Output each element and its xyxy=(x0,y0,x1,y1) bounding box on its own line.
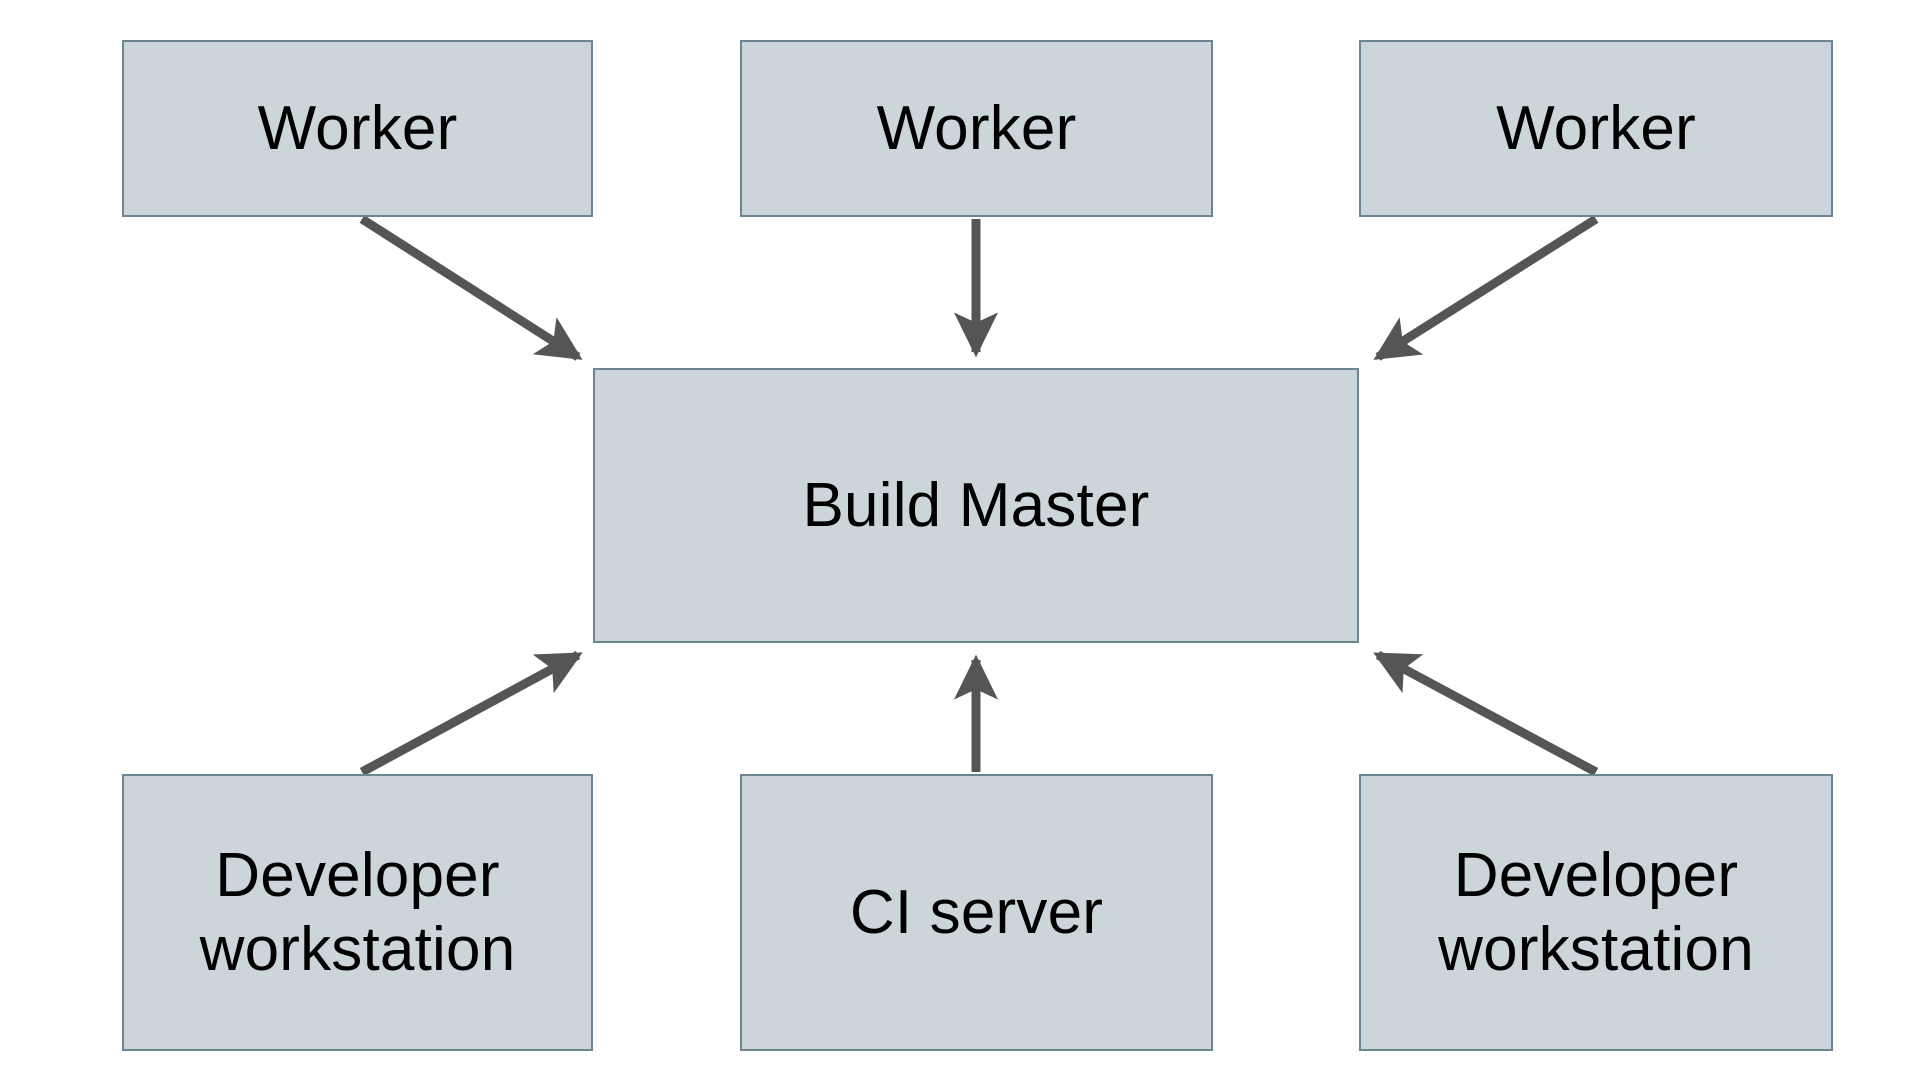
node-developer-workstation-right[interactable]: Developer workstation xyxy=(1359,774,1833,1051)
edge-dev2-to-build-master xyxy=(1373,651,1599,776)
edge-worker3-to-build-master xyxy=(1373,215,1599,361)
node-build-master-label: Build Master xyxy=(802,470,1150,540)
node-worker-2-label: Worker xyxy=(876,93,1077,163)
node-build-master[interactable]: Build Master xyxy=(593,368,1359,643)
node-ci-server[interactable]: CI server xyxy=(740,774,1213,1051)
edge-dev1-to-build-master xyxy=(359,651,583,776)
node-developer-workstation-right-label: Developer workstation xyxy=(1438,841,1754,984)
edge-worker1-to-build-master xyxy=(359,215,583,361)
node-ci-server-label: CI server xyxy=(849,877,1104,947)
node-developer-workstation-left[interactable]: Developer workstation xyxy=(122,774,593,1051)
node-worker-3[interactable]: Worker xyxy=(1359,40,1833,217)
node-worker-1-label: Worker xyxy=(257,93,458,163)
node-worker-2[interactable]: Worker xyxy=(740,40,1213,217)
node-worker-1[interactable]: Worker xyxy=(122,40,593,217)
node-developer-workstation-left-label: Developer workstation xyxy=(199,841,516,984)
node-worker-3-label: Worker xyxy=(1496,93,1696,163)
